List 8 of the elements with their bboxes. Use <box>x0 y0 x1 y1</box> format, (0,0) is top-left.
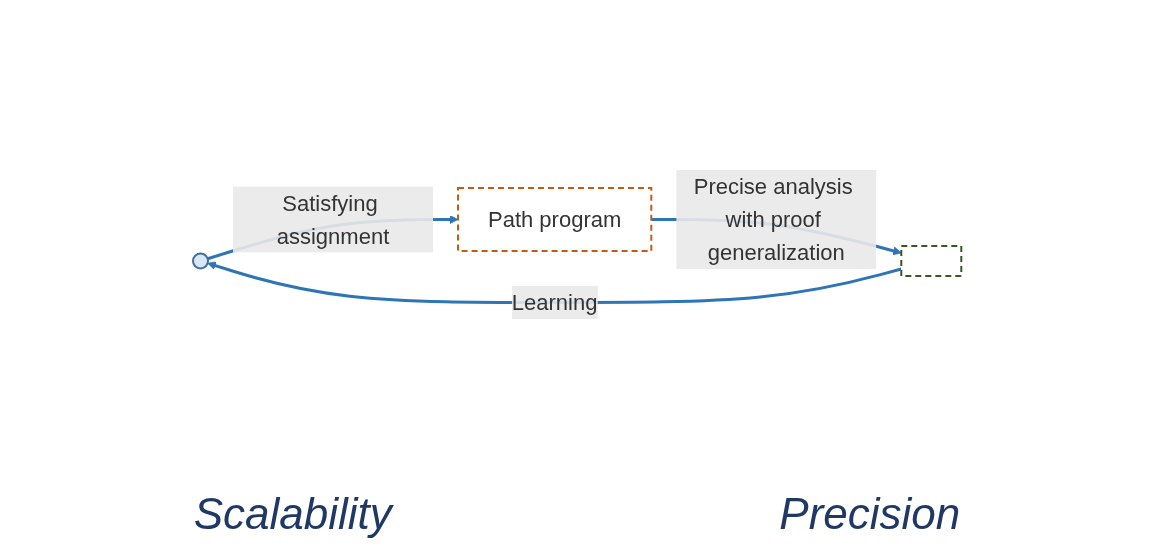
edge-label: Learning <box>511 290 598 315</box>
edge-label: Satisfying assignment <box>276 190 390 249</box>
caption-text: Scalability <box>193 489 392 539</box>
node-box: Path program <box>456 187 653 252</box>
node-box <box>900 245 963 277</box>
caption-text: Precision <box>779 489 961 539</box>
edge-label: Precise analysis with proof generalization <box>693 174 853 265</box>
node-ellipse <box>191 252 209 270</box>
